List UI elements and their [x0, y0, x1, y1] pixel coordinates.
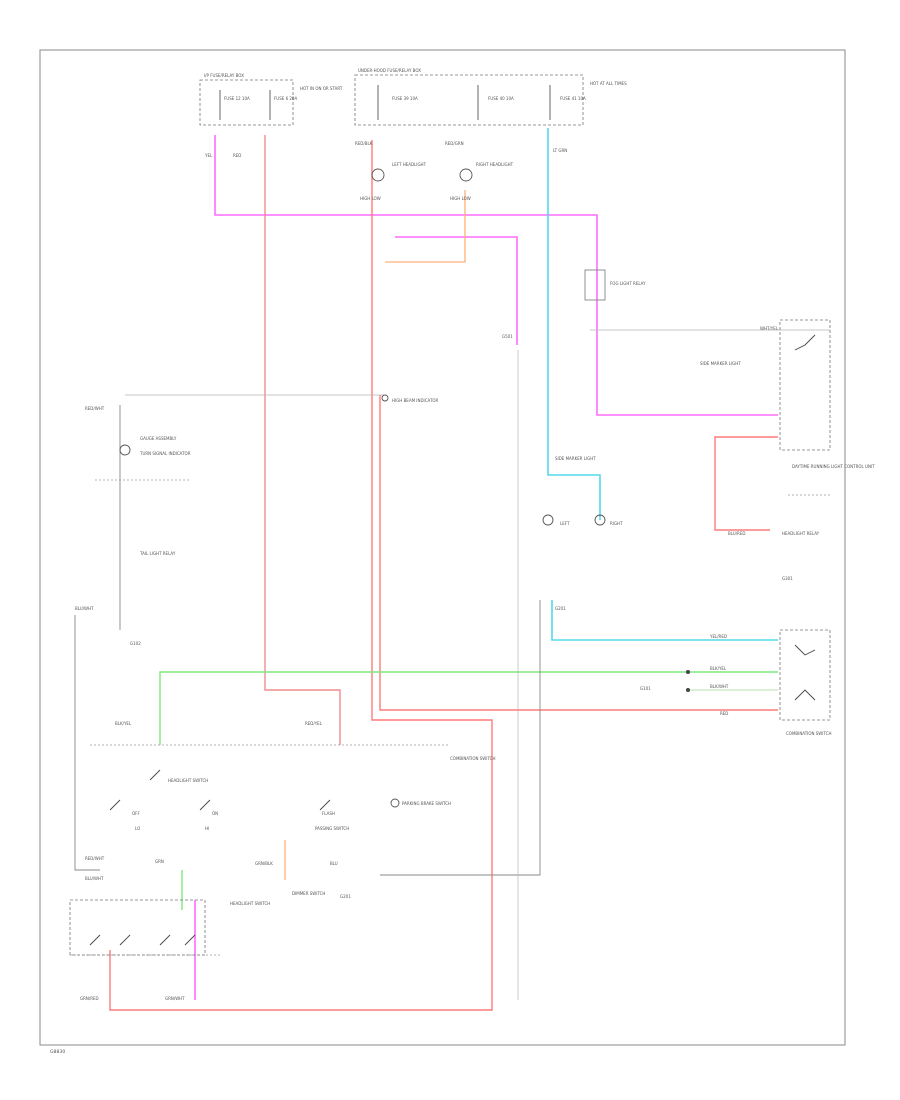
ground-label: G501	[502, 334, 513, 339]
wire-label: BLU	[330, 861, 338, 866]
wire-label: BLK/WHT	[710, 684, 729, 689]
ground-label: G101	[640, 686, 651, 691]
fog-light-relay: FOG LIGHT RELAY	[584, 269, 646, 301]
fuse-label: FUSE 41 10A	[560, 96, 586, 101]
switch-label: PASSING SWITCH	[315, 826, 349, 831]
switch-label: HEADLIGHT SWITCH	[230, 901, 270, 906]
wire-label: RED/YEL	[305, 721, 323, 726]
gauge-label: GAUGE ASSEMBLY	[140, 436, 177, 441]
right-headlight-label: RIGHT HEADLIGHT	[476, 162, 514, 167]
indicator-label: TURN SIGNAL INDICATOR	[139, 451, 191, 456]
connector-label: COMBINATION SWITCH	[786, 731, 831, 736]
wire-label: LT GRN	[553, 148, 567, 153]
switch-pos: FLASH	[322, 811, 335, 816]
right-headlight-bulb: RIGHT HEADLIGHT RED/GRN	[445, 141, 514, 182]
wire-label: RED/BLK	[355, 141, 373, 146]
switch-label: PARKING BRAKE SWITCH	[402, 801, 451, 806]
wire-cyan	[547, 128, 601, 520]
switch-label: HEADLIGHT SWITCH	[168, 778, 208, 783]
wire-label: RED	[233, 153, 241, 158]
hl-label: HIGH LOW	[450, 196, 471, 201]
fuse-label: FUSE 6 20A	[274, 96, 297, 101]
combination-connector-right: YEL/RED BLK/YEL BLK/WHT RED G101 COMBINA…	[640, 629, 831, 736]
wire-label: YEL	[204, 153, 213, 158]
ip-fuse-relay-box: I/P FUSE/RELAY BOX FUSE 12 10A FUSE 6 20…	[199, 73, 343, 126]
ground-label: G201	[555, 606, 566, 611]
wire-label: RED/WHT	[85, 406, 105, 411]
ground-label: G201	[340, 894, 351, 899]
wire-red-main	[379, 395, 778, 711]
wire-label: RED/GRN	[445, 141, 464, 146]
wire-label: BLU/RED	[728, 531, 745, 536]
front-lamps: SIDE MARKER LIGHT LEFT RIGHT G201	[542, 456, 623, 611]
wire-label: BLK/YEL	[710, 666, 727, 671]
wire-red-relay	[714, 436, 778, 531]
wire-pink-main	[214, 135, 778, 416]
drl-label: DAYTIME RUNNING LIGHT CONTROL UNIT	[792, 464, 875, 469]
wire-green	[159, 671, 778, 745]
wire-orange	[385, 190, 466, 263]
figure-code: G8830	[50, 1049, 65, 1055]
headlight-relay-unit: BLU/RED HEADLIGHT RELAY G301	[728, 531, 820, 581]
switch-pos: LO	[135, 826, 140, 831]
underhood-fuse-box-title: UNDER-HOOD FUSE/RELAY BOX	[358, 68, 421, 73]
wire-label: WHT/YEL	[760, 326, 779, 331]
wire-label: BLK/YEL	[115, 721, 132, 726]
wire-label: GRN/WHT	[165, 996, 185, 1001]
gauge-assembly: RED/WHT GAUGE ASSEMBLY TURN SIGNAL INDIC…	[75, 406, 191, 646]
component-label: SIDE MARKER LIGHT	[700, 361, 741, 366]
fuse-box-note: HOT IN ON OR START	[300, 86, 343, 91]
wire-label: GRN/BLK	[255, 861, 273, 866]
wire-red-vertical-right	[109, 140, 493, 1011]
lamp-label: LEFT	[560, 521, 570, 526]
wire-label: RED/WHT	[85, 856, 105, 861]
wire-red-vertical-left	[264, 135, 341, 745]
wire-grey-1	[380, 600, 541, 876]
switch-label: DIMMER SWITCH	[292, 891, 325, 896]
wire-label: YEL/RED	[709, 634, 727, 639]
wire-label: BLU/WHT	[75, 606, 94, 611]
fuse-label: FUSE 39 10A	[392, 96, 418, 101]
wire-cyan-lower	[551, 600, 778, 641]
ip-fuse-box-title: I/P FUSE/RELAY BOX	[204, 73, 244, 78]
lamp-label: RIGHT	[610, 521, 623, 526]
combination-switch: COMBINATION SWITCH BLK/YEL RED/YEL HEADL…	[69, 721, 495, 1001]
fuse-box-note: HOT AT ALL TIMES	[590, 81, 627, 86]
wire-label: RED	[720, 711, 728, 716]
ground-label: G301	[782, 576, 793, 581]
relay-label: TAIL LIGHT RELAY	[139, 551, 176, 556]
switch-pos: ON	[212, 811, 218, 816]
wire-left-bottom	[74, 615, 100, 871]
combination-switch-label: COMBINATION SWITCH	[450, 756, 495, 761]
wire-label: GRN	[155, 859, 164, 864]
diagram-frame	[39, 49, 846, 1046]
relay-label: HEADLIGHT RELAY	[782, 531, 820, 536]
switch-pos: HI	[205, 826, 209, 831]
fuse-label: FUSE 40 10A	[488, 96, 514, 101]
indicator-label: HIGH BEAM INDICATOR	[392, 398, 439, 403]
underhood-fuse-relay-box: UNDER-HOOD FUSE/RELAY BOX FUSE 39 10A FU…	[354, 68, 627, 126]
wire-label: BLU/WHT	[85, 876, 104, 881]
left-headlight-bulb: LEFT HEADLIGHT RED/BLK	[355, 141, 427, 182]
hl-label: HIGH LOW	[360, 196, 381, 201]
wire-label: GRN/RED	[80, 996, 99, 1001]
relay-label: FOG LIGHT RELAY	[610, 281, 646, 286]
wire-pink-branch	[395, 236, 518, 345]
switch-pos: OFF	[132, 811, 140, 816]
fuse-label: FUSE 12 10A	[224, 96, 250, 101]
left-headlight-label: LEFT HEADLIGHT	[392, 162, 427, 167]
drl-control-unit: WHT/YEL SIDE MARKER LIGHT DAYTIME RUNNIN…	[700, 319, 875, 469]
ground-label: G102	[130, 641, 141, 646]
high-beam-indicator: HIGH BEAM INDICATOR	[381, 394, 439, 403]
component-label: SIDE MARKER LIGHT	[555, 456, 596, 461]
